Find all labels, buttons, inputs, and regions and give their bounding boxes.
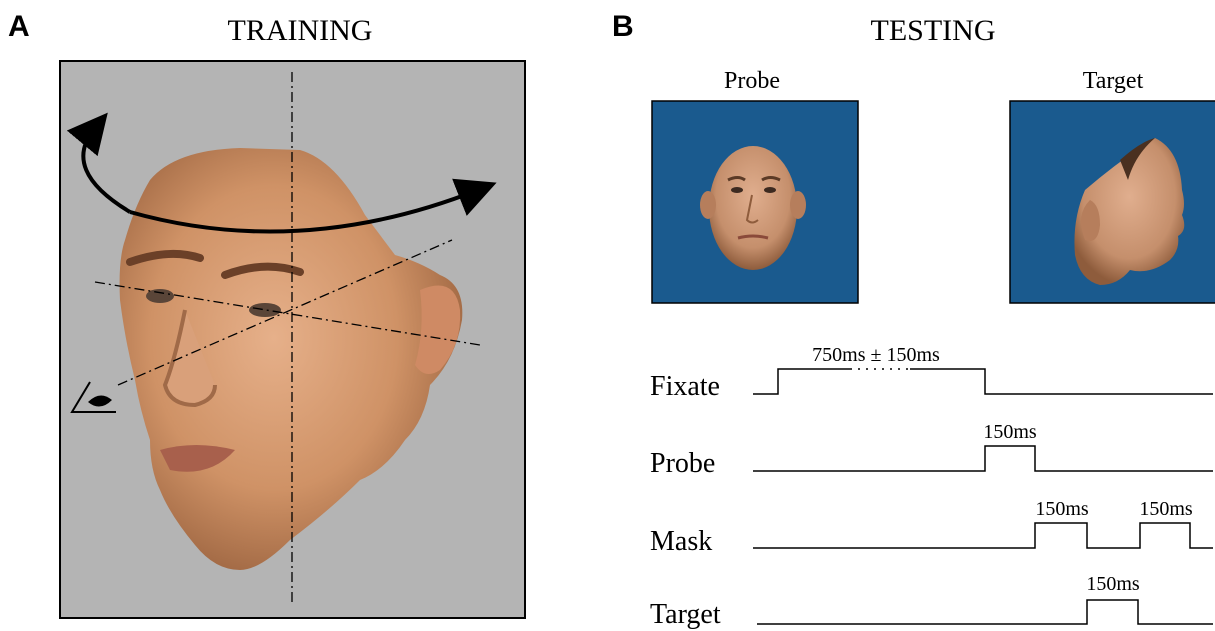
eye-right <box>249 303 281 317</box>
panel-b-title: TESTING <box>871 14 996 47</box>
target-image-label: Target <box>1083 68 1144 94</box>
target-image <box>1010 101 1215 303</box>
duration-probe: 150ms <box>983 421 1037 443</box>
mask-trace <box>753 523 1213 548</box>
timeline-label-fixate: Fixate <box>650 371 720 402</box>
probe-trace <box>753 446 1213 471</box>
duration-mask-1: 150ms <box>1035 498 1089 520</box>
training-image <box>60 61 525 618</box>
timeline-label-target: Target <box>650 599 721 630</box>
timeline-label-probe: Probe <box>650 448 715 479</box>
timeline: Fixate Probe Mask Target 750ms ± 150ms 1… <box>650 344 1213 630</box>
probe-face <box>709 146 797 270</box>
duration-mask-2: 150ms <box>1139 498 1193 520</box>
panel-b-letter: B <box>612 10 634 43</box>
timeline-label-mask: Mask <box>650 526 712 557</box>
target-trace <box>757 600 1213 624</box>
fixate-trace-end <box>910 369 1213 394</box>
probe-image-label: Probe <box>724 68 780 94</box>
probe-image <box>652 101 858 303</box>
panel-a-title: TRAINING <box>228 14 373 47</box>
duration-target: 150ms <box>1086 573 1140 595</box>
fixate-trace-start <box>753 369 850 394</box>
panel-a-letter: A <box>8 10 30 43</box>
duration-fixate: 750ms ± 150ms <box>812 344 940 366</box>
